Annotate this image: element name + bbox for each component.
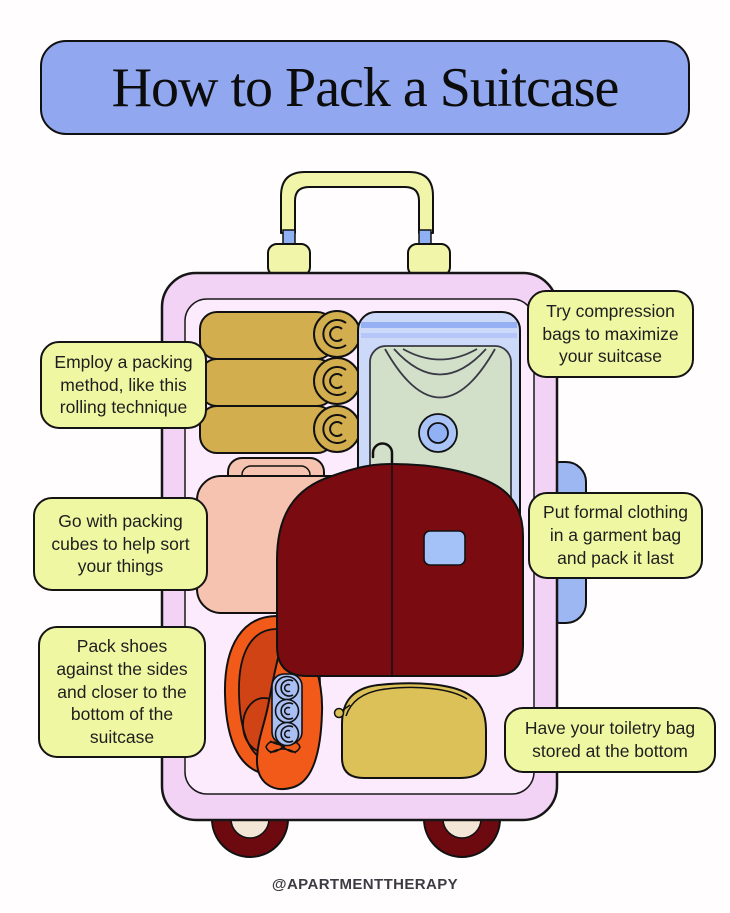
tip-garment-bag: Put formal clothing in a garment bag and… <box>528 492 703 579</box>
luggage-tag-icon <box>423 530 466 566</box>
tip-text: Pack shoes against the sides and closer … <box>56 636 188 748</box>
tip-text: Put formal clothing in a garment bag and… <box>543 502 688 568</box>
tip-text: Have your toiletry bag stored at the bot… <box>524 718 696 761</box>
rolled-towels-icon <box>199 310 361 454</box>
zip-seal-stripe <box>361 322 517 328</box>
tip-rolling-technique: Employ a packing method, like this rolli… <box>40 341 207 429</box>
tip-toiletry-bag: Have your toiletry bag stored at the bot… <box>504 707 716 773</box>
zipper-line <box>345 686 468 717</box>
zipper-pull <box>333 707 345 719</box>
zip-seal-stripe <box>361 333 517 338</box>
tip-packing-cubes: Go with packing cubes to help sort your … <box>33 497 208 591</box>
tip-text: Employ a packing method, like this rolli… <box>54 351 193 418</box>
credit-handle: @APARTMENTTHERAPY <box>271 876 459 893</box>
trolley-handle-icon <box>267 171 451 277</box>
tip-shoes-placement: Pack shoes against the sides and closer … <box>38 626 206 758</box>
hanger-hook-icon <box>371 442 394 472</box>
sock-rolls-icon <box>271 673 303 747</box>
tip-text: Go with packing cubes to help sort your … <box>51 510 190 577</box>
garment-bag-icon <box>276 462 524 677</box>
title-banner: How to Pack a Suitcase <box>40 40 690 135</box>
page-title: How to Pack a Suitcase <box>111 56 620 119</box>
wheels-icon <box>210 818 502 858</box>
tip-text: Try compression bags to maximize your su… <box>542 300 679 367</box>
toiletry-bag-icon <box>333 682 487 779</box>
tip-compression-bags: Try compression bags to maximize your su… <box>527 290 694 378</box>
